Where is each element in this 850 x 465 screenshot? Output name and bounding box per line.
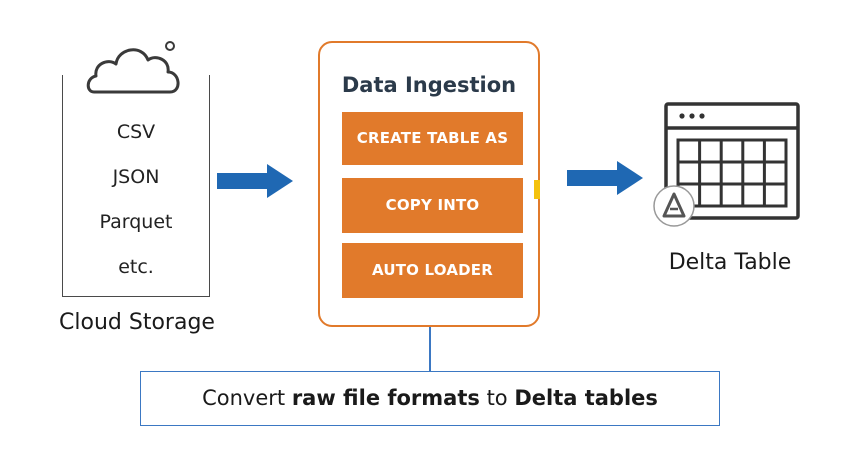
- delta-table-label: Delta Table: [668, 250, 792, 275]
- delta-logo-icon: [653, 185, 695, 227]
- right-arrow-icon: [567, 161, 643, 195]
- method-create-table-as: CREATE TABLE AS: [342, 112, 523, 165]
- cloud-icon: [86, 41, 180, 94]
- right-arrow-icon: [217, 164, 293, 198]
- method-auto-loader: AUTO LOADER: [342, 243, 523, 298]
- caption-bold-delta-tables: Delta tables: [514, 386, 658, 410]
- format-list: CSV JSON Parquet etc.: [62, 118, 210, 298]
- format-etc: etc.: [118, 256, 154, 278]
- format-json: JSON: [112, 166, 160, 188]
- format-parquet: Parquet: [99, 211, 173, 233]
- data-ingestion-title: Data Ingestion: [341, 73, 517, 97]
- cloud-storage-box: [62, 75, 210, 297]
- caption-box: Convert raw file formats to Delta tables: [140, 371, 720, 426]
- format-csv: CSV: [116, 121, 156, 143]
- caption-bold-raw-formats: raw file formats: [291, 386, 480, 410]
- connector-line: [429, 327, 431, 372]
- table-grid-icon: [653, 102, 800, 227]
- cloud-storage-label: Cloud Storage: [59, 310, 215, 335]
- caption-prefix: Convert: [202, 386, 292, 410]
- caption-middle: to: [479, 386, 515, 410]
- method-copy-into: COPY INTO: [342, 178, 523, 233]
- highlight-marker: [534, 180, 540, 199]
